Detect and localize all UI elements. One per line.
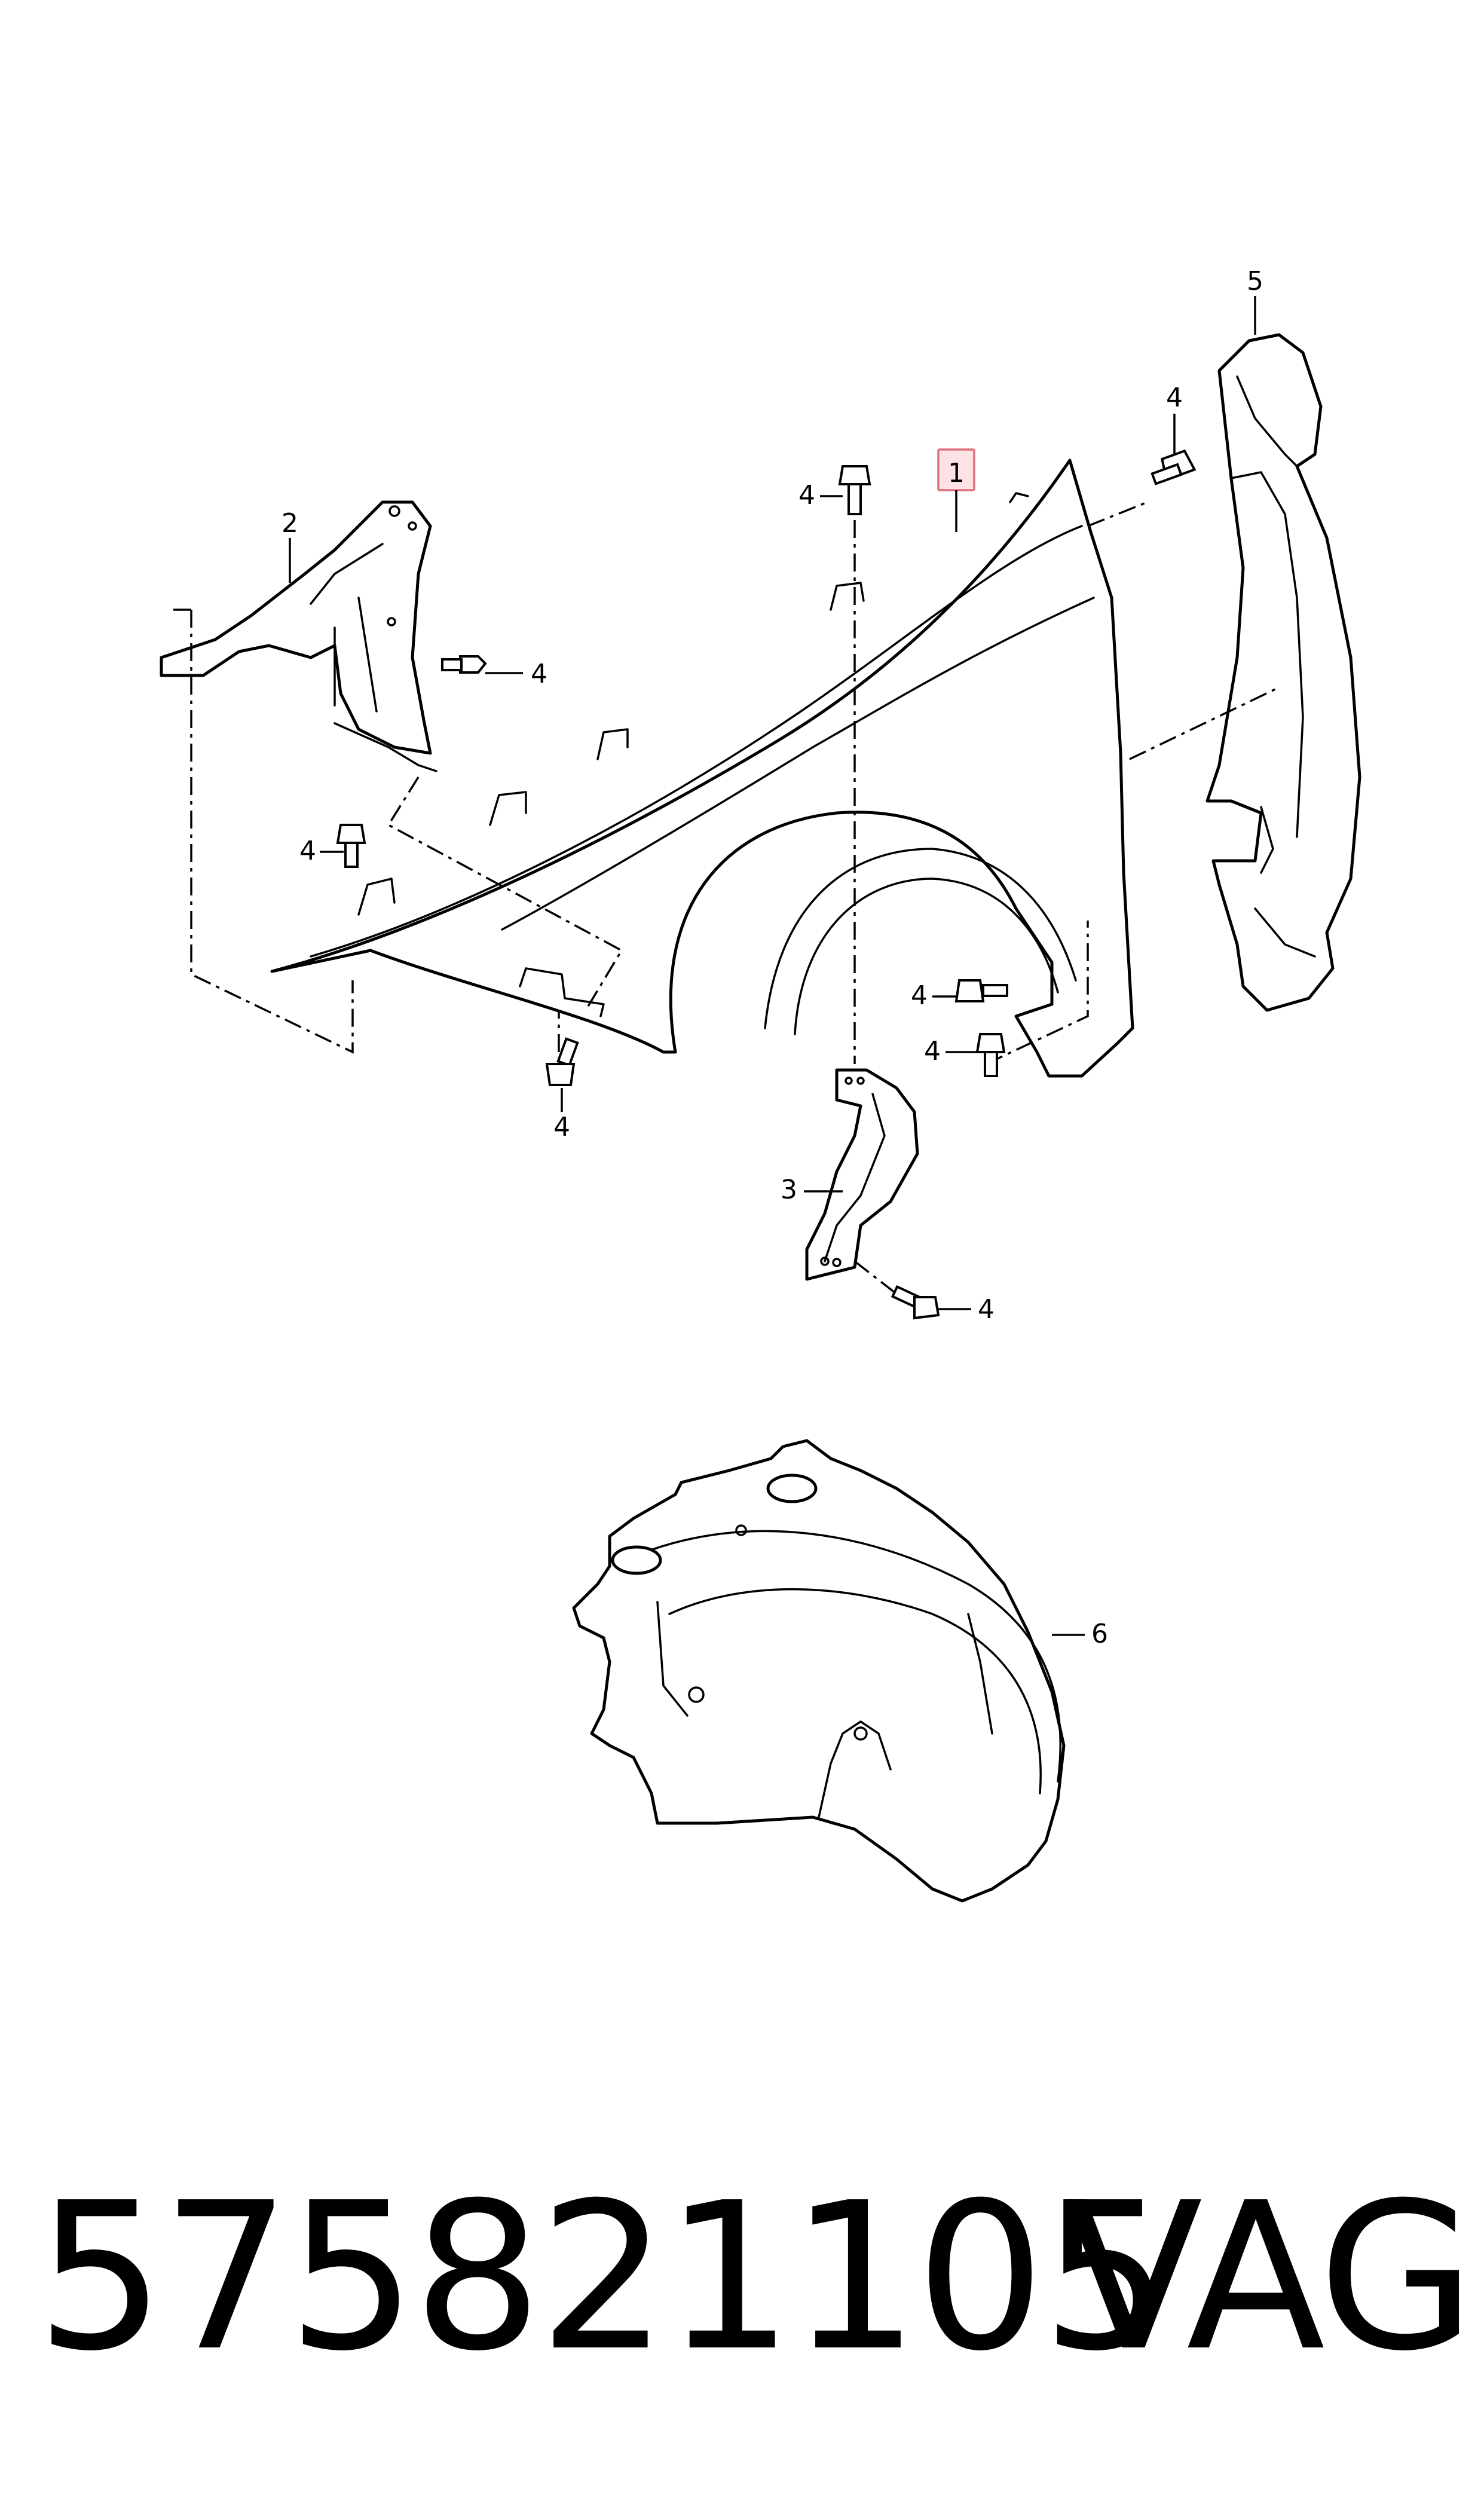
callout-2: 2 <box>281 508 298 539</box>
callout-1: 1 <box>948 458 965 488</box>
assembly-lines <box>167 501 1280 1304</box>
callout-5: 5 <box>1247 266 1263 296</box>
bolt-wheel-arch-lower[interactable] <box>975 1033 1006 1077</box>
bolt-wheel-arch-upper[interactable] <box>954 979 1008 1002</box>
callout-4-h: 4 <box>978 1294 995 1325</box>
footer: 575821105 VAG <box>0 2176 1484 2427</box>
callout-4-a: 4 <box>798 480 815 510</box>
wheel-housing-liner-part[interactable] <box>572 1439 1066 1903</box>
bolt-bracket-side[interactable] <box>441 655 487 674</box>
brand-name: VAG <box>1064 2159 1476 2396</box>
callout-4-f: 4 <box>911 980 928 1011</box>
callout-3: 3 <box>781 1175 797 1205</box>
bolt-upper-right[interactable] <box>1151 449 1197 485</box>
bolt-lower-bracket[interactable] <box>891 1285 940 1320</box>
bolt-lower-front[interactable] <box>545 1037 579 1086</box>
callout-4-g: 4 <box>924 1036 941 1066</box>
callout-6: 6 <box>1091 1619 1108 1649</box>
front-bracket-part[interactable] <box>160 500 437 772</box>
part-number: 575821105 <box>36 2159 1171 2396</box>
bolt-upper-center[interactable] <box>838 465 871 515</box>
fender-seal-part[interactable] <box>1205 333 1361 1012</box>
lower-bracket-part[interactable] <box>805 1068 919 1281</box>
bolt-left-mid[interactable] <box>336 824 366 868</box>
callout-4-e: 4 <box>553 1112 570 1142</box>
callout-4-b: 4 <box>1166 383 1183 413</box>
fender-part[interactable] <box>270 458 1134 1078</box>
parts-diagram: 1 2 3 5 <box>160 266 1361 1903</box>
callout-4-c: 4 <box>531 659 547 689</box>
callout-4-d: 4 <box>299 836 316 866</box>
